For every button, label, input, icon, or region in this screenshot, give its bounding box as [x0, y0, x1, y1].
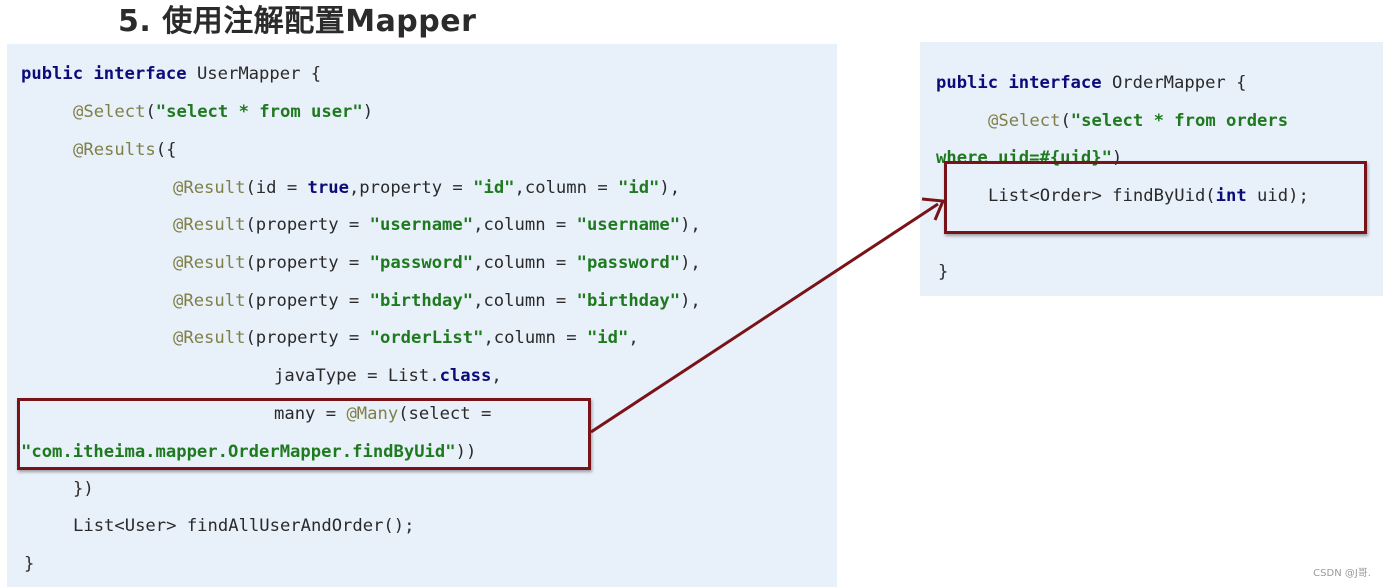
- code-text: OrderMapper {: [1101, 73, 1247, 93]
- code-text: (property =: [245, 215, 370, 235]
- user-mapper-code-panel: [7, 44, 837, 587]
- code-text: ({: [155, 140, 177, 160]
- order-code-line-1: public interface OrderMapper {: [936, 72, 1246, 94]
- code-text: uid);: [1246, 186, 1309, 206]
- annotation: @Result: [173, 178, 246, 198]
- find-by-uid-highlight-box: [944, 161, 1367, 234]
- code-text: (property =: [245, 291, 370, 311]
- code-line-9: javaType = List.class,: [274, 365, 502, 387]
- code-line-12: }): [73, 479, 94, 499]
- code-text: ): [362, 102, 374, 122]
- string-literal: "id": [586, 328, 629, 348]
- annotation: @Result: [173, 328, 246, 348]
- code-text: (id =: [245, 178, 308, 198]
- code-line-14: }: [24, 554, 35, 574]
- string-literal: "com.itheima.mapper.OrderMapper.findByUi…: [21, 442, 456, 462]
- annotation: @Select: [988, 111, 1061, 131]
- section-heading: 5. 使用注解配置Mapper: [118, 4, 477, 39]
- code-text: ,: [628, 328, 639, 348]
- code-text: many =: [274, 404, 347, 424]
- code-line-11: "com.itheima.mapper.OrderMapper.findByUi…: [21, 441, 476, 463]
- code-text: ,: [491, 366, 502, 386]
- code-text: ,column =: [483, 328, 587, 348]
- string-literal: "id": [618, 178, 660, 198]
- code-line-7: @Result(property = "birthday",column = "…: [173, 290, 701, 312]
- code-line-5: @Result(property = "username",column = "…: [173, 214, 701, 236]
- order-code-line-5: }: [938, 262, 949, 282]
- string-literal: "select * from orders: [1070, 111, 1289, 131]
- code-line-2: @Select("select * from user"): [73, 101, 373, 123]
- keyword: public: [21, 64, 84, 84]
- code-text: ,property =: [348, 178, 474, 198]
- many-select-highlight-box: [17, 398, 591, 470]
- code-text: ,column =: [473, 253, 577, 273]
- keyword: true: [307, 178, 349, 198]
- code-text: (: [145, 102, 156, 122]
- arrow-head-icon: [921, 197, 946, 221]
- annotation: @Result: [173, 253, 246, 273]
- order-code-line-2: @Select("select * from orders: [988, 110, 1288, 132]
- keyword: class: [439, 366, 492, 386]
- code-line-10: many = @Many(select =: [274, 403, 491, 425]
- string-literal: "birthday": [369, 291, 474, 311]
- code-text: ),: [680, 253, 701, 273]
- string-literal: "orderList": [369, 328, 484, 348]
- annotation: @Many: [346, 404, 399, 424]
- keyword: public: [936, 73, 999, 93]
- string-literal: "password": [576, 253, 681, 273]
- string-literal: "birthday": [576, 291, 681, 311]
- code-text: ,column =: [473, 291, 577, 311]
- code-line-13: List<User> findAllUserAndOrder();: [73, 516, 415, 536]
- keyword: int: [1215, 186, 1247, 206]
- code-line-1: public interface UserMapper {: [21, 63, 321, 85]
- code-text: ,column =: [514, 178, 619, 198]
- annotation: @Results: [73, 140, 156, 160]
- code-line-4: @Result(id = true,property = "id",column…: [173, 177, 680, 199]
- string-literal: "select * from user": [155, 102, 363, 122]
- annotation: @Result: [173, 291, 246, 311]
- string-literal: "password": [369, 253, 474, 273]
- code-line-6: @Result(property = "password",column = "…: [173, 252, 701, 274]
- code-text: ),: [680, 215, 701, 235]
- code-text: javaType = List.: [274, 366, 440, 386]
- annotation: @Select: [73, 102, 146, 122]
- string-literal: "username": [369, 215, 474, 235]
- code-text: (select =: [398, 404, 492, 424]
- string-literal: "id": [473, 178, 515, 198]
- watermark: CSDN @J哥.: [1313, 568, 1371, 579]
- code-line-8: @Result(property = "orderList",column = …: [173, 327, 639, 349]
- code-text: ): [1111, 148, 1123, 168]
- code-text: ,column =: [473, 215, 577, 235]
- code-text: (property =: [245, 328, 370, 348]
- order-code-line-4: List<Order> findByUid(int uid);: [988, 185, 1309, 207]
- code-text: ),: [659, 178, 681, 198]
- code-text: ),: [680, 291, 701, 311]
- order-mapper-code-panel: [920, 42, 1383, 296]
- annotation: @Result: [173, 215, 246, 235]
- code-line-3: @Results({: [73, 139, 177, 161]
- string-literal: "username": [576, 215, 681, 235]
- code-text: )): [455, 442, 477, 462]
- keyword: interface: [93, 64, 187, 84]
- arrow-line: [590, 202, 939, 434]
- code-text: UserMapper {: [186, 64, 322, 84]
- code-text: List<Order> findByUid(: [988, 186, 1216, 206]
- keyword: interface: [1008, 73, 1102, 93]
- code-text: (property =: [245, 253, 370, 273]
- code-text: (: [1060, 111, 1071, 131]
